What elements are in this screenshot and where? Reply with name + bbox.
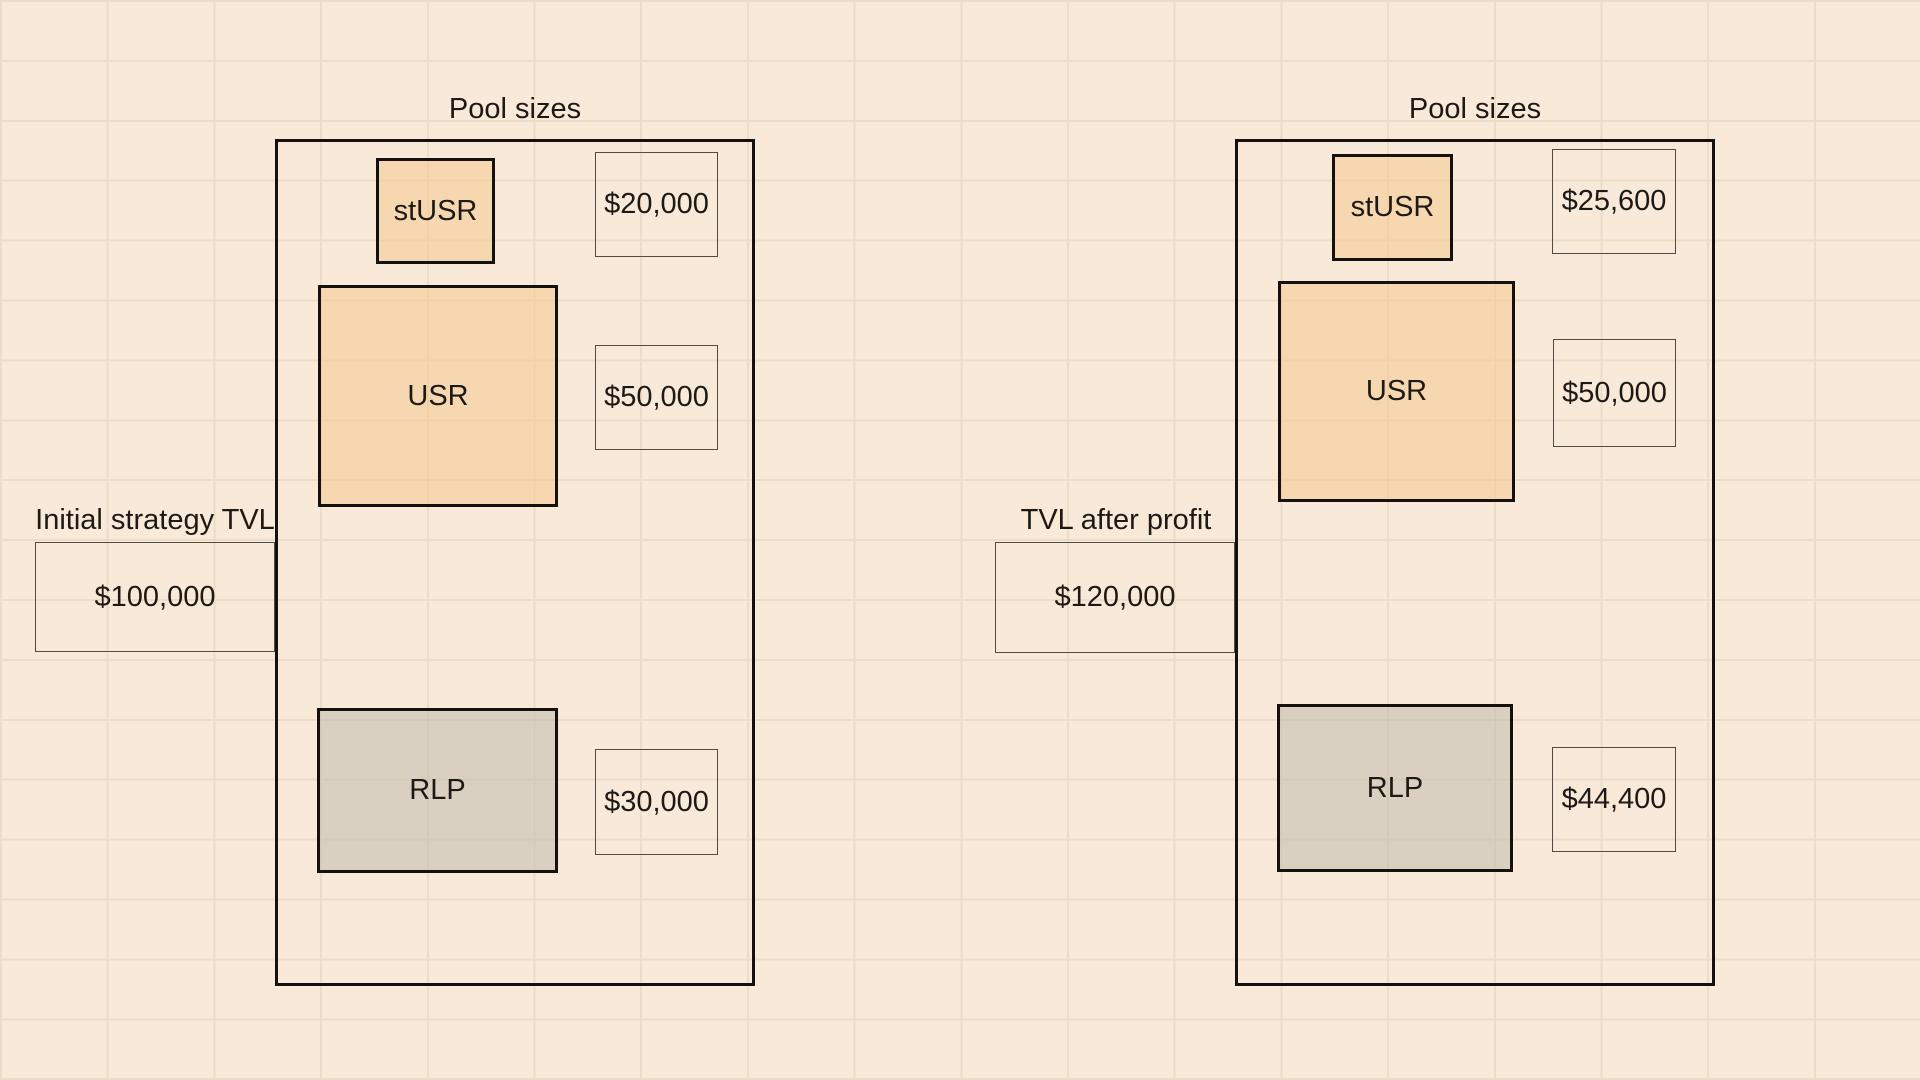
stusr-pool-value: $25,600 — [1561, 185, 1667, 217]
rlp-pool-label: RLP — [1366, 771, 1424, 804]
usr-pool-value-box: $50,000 — [1553, 339, 1676, 447]
usr-pool-value: $50,000 — [604, 381, 709, 413]
usr-pool-label: USR — [407, 379, 469, 412]
pool-sizes-title: Pool sizes — [1408, 93, 1542, 125]
usr-pool-value: $50,000 — [1562, 376, 1667, 409]
usr-pool-shape: USR — [1278, 281, 1515, 502]
initial-tvl-label: Initial strategy TVL — [35, 504, 275, 536]
after-profit-tvl-label: TVL after profit — [1020, 504, 1212, 536]
stusr-pool-shape: stUSR — [1332, 154, 1453, 261]
stusr-pool-shape: stUSR — [376, 158, 495, 264]
rlp-pool-value-box: $30,000 — [595, 749, 718, 855]
usr-pool-value-box: $50,000 — [595, 345, 718, 450]
rlp-pool-value-box: $44,400 — [1552, 747, 1676, 852]
stusr-pool-value-box: $25,600 — [1552, 149, 1676, 254]
rlp-pool-shape: RLP — [1277, 704, 1513, 872]
stusr-pool-value-box: $20,000 — [595, 152, 718, 257]
initial-tvl-value: $100,000 — [94, 580, 216, 613]
rlp-pool-value: $30,000 — [604, 785, 709, 818]
pool-sizes-frame — [1235, 139, 1715, 986]
rlp-pool-label: RLP — [409, 774, 466, 806]
initial-tvl-value-box: $100,000 — [35, 542, 275, 652]
pool-sizes-title: Pool sizes — [448, 93, 582, 125]
after-profit-tvl-value: $120,000 — [1054, 581, 1176, 613]
rlp-pool-value: $44,400 — [1561, 783, 1667, 815]
stusr-pool-label: stUSR — [1350, 191, 1435, 223]
rlp-pool-shape: RLP — [317, 708, 558, 873]
pool-sizes-frame — [275, 139, 755, 986]
stusr-pool-value: $20,000 — [604, 188, 709, 220]
after-profit-tvl-value-box: $120,000 — [995, 542, 1235, 653]
usr-pool-shape: USR — [318, 285, 558, 507]
usr-pool-label: USR — [1365, 375, 1428, 407]
stusr-pool-label: stUSR — [393, 194, 478, 227]
